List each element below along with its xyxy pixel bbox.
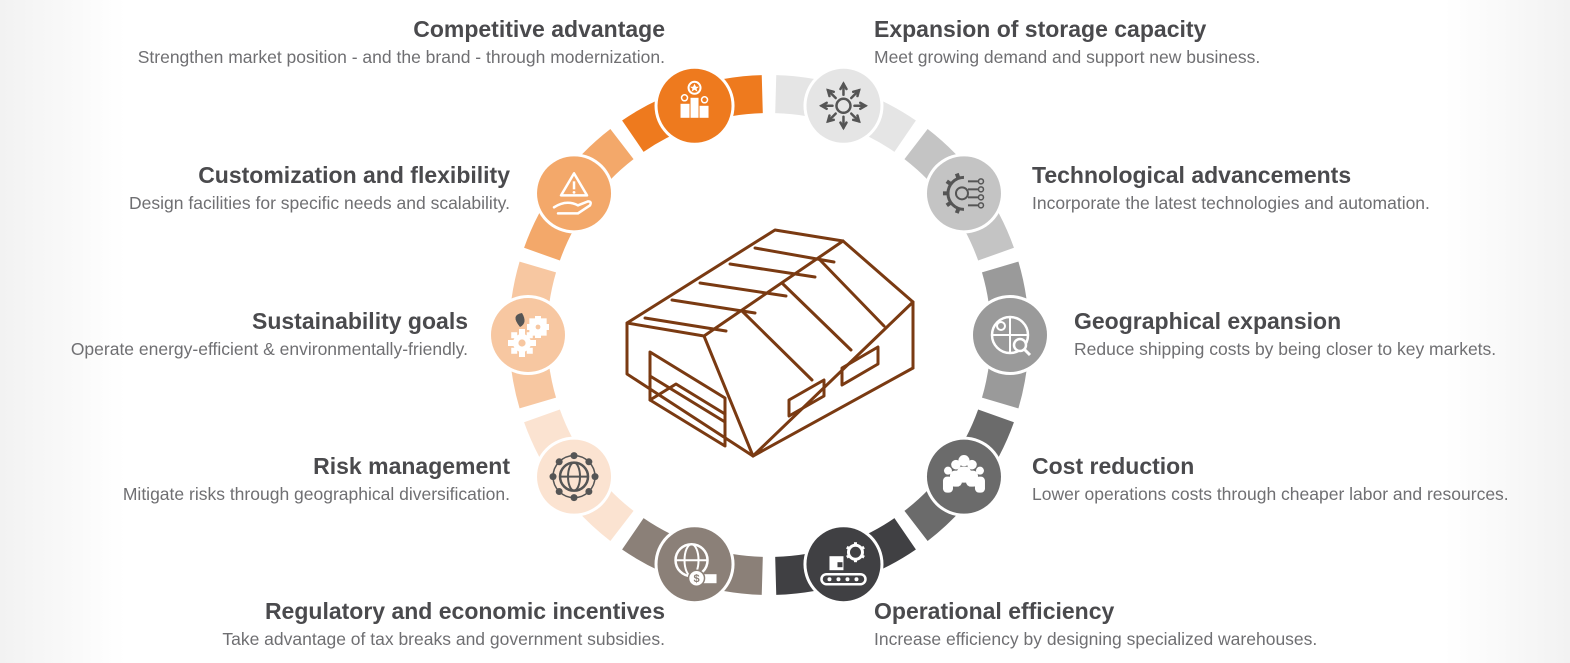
item-cost-reduction: Cost reduction Lower operations costs th…: [1032, 452, 1570, 506]
item-title: Customization and flexibility: [198, 162, 510, 188]
item-description: Take advantage of tax breaks and governm…: [222, 629, 665, 649]
item-regulatory-incentives: Regulatory and economic incentives Take …: [0, 597, 665, 651]
expand-arrows-icon: [818, 81, 868, 131]
item-sustainability: Sustainability goals Operate energy-effi…: [0, 307, 468, 361]
item-title: Regulatory and economic incentives: [264, 598, 665, 624]
item-description: Design facilities for specific needs and…: [129, 193, 510, 213]
item-description: Strengthen market position - and the bra…: [137, 47, 665, 67]
badge-cost: [923, 436, 1004, 517]
badge-operational: [803, 524, 884, 605]
item-technology: Technological advancements Incorporate t…: [1032, 161, 1570, 215]
gear-circuit-icon: [942, 172, 985, 214]
globe-search-icon: [990, 315, 1032, 357]
warehouse-icon: [625, 228, 915, 458]
network-globe-icon: [549, 452, 599, 502]
item-title: Operational efficiency: [874, 598, 1115, 624]
item-storage-capacity: Expansion of storage capacity Meet growi…: [874, 15, 1570, 69]
item-title: Competitive advantage: [413, 16, 665, 42]
item-title: Geographical expansion: [1074, 308, 1342, 334]
badge-geographical: [970, 295, 1050, 375]
item-title: Sustainability goals: [252, 308, 468, 334]
item-title: Expansion of storage capacity: [874, 16, 1207, 42]
podium-star-icon: [680, 80, 709, 118]
item-description: Operate energy-efficient & environmental…: [70, 339, 468, 359]
item-risk-management: Risk management Mitigate risks through g…: [0, 452, 510, 506]
hand-warning-icon: [552, 172, 592, 215]
svg-text:$: $: [693, 573, 699, 585]
badge-storage: [803, 65, 884, 146]
item-description: Increase efficiency by designing special…: [874, 629, 1318, 649]
item-customization: Customization and flexibility Design fac…: [0, 161, 510, 215]
workforce-icon: [942, 455, 985, 493]
item-description: Incorporate the latest technologies and …: [1032, 193, 1430, 213]
conveyor-gear-icon: [820, 542, 867, 586]
item-description: Mitigate risks through geographical dive…: [122, 484, 510, 504]
badge-risk: [534, 436, 615, 517]
item-title: Technological advancements: [1032, 162, 1352, 188]
badge-customization: [534, 153, 615, 234]
item-title: Cost reduction: [1032, 453, 1195, 479]
eco-gears-icon: [508, 313, 549, 357]
item-description: Lower operations costs through cheaper l…: [1032, 484, 1509, 504]
icon-badges: $: [488, 65, 1050, 605]
badge-technology: [923, 153, 1004, 234]
item-competitive-advantage: Competitive advantage Strengthen market …: [0, 15, 665, 69]
item-operational-efficiency: Operational efficiency Increase efficien…: [874, 597, 1570, 651]
item-geographical: Geographical expansion Reduce shipping c…: [1074, 307, 1570, 361]
item-title: Risk management: [313, 453, 510, 479]
globe-money-icon: $: [674, 542, 717, 587]
badge-competitive: [654, 65, 735, 146]
badge-sustainability: [488, 295, 568, 375]
item-description: Meet growing demand and support new busi…: [874, 47, 1261, 67]
badge-regulatory: $: [654, 524, 735, 605]
item-description: Reduce shipping costs by being closer to…: [1074, 339, 1497, 359]
